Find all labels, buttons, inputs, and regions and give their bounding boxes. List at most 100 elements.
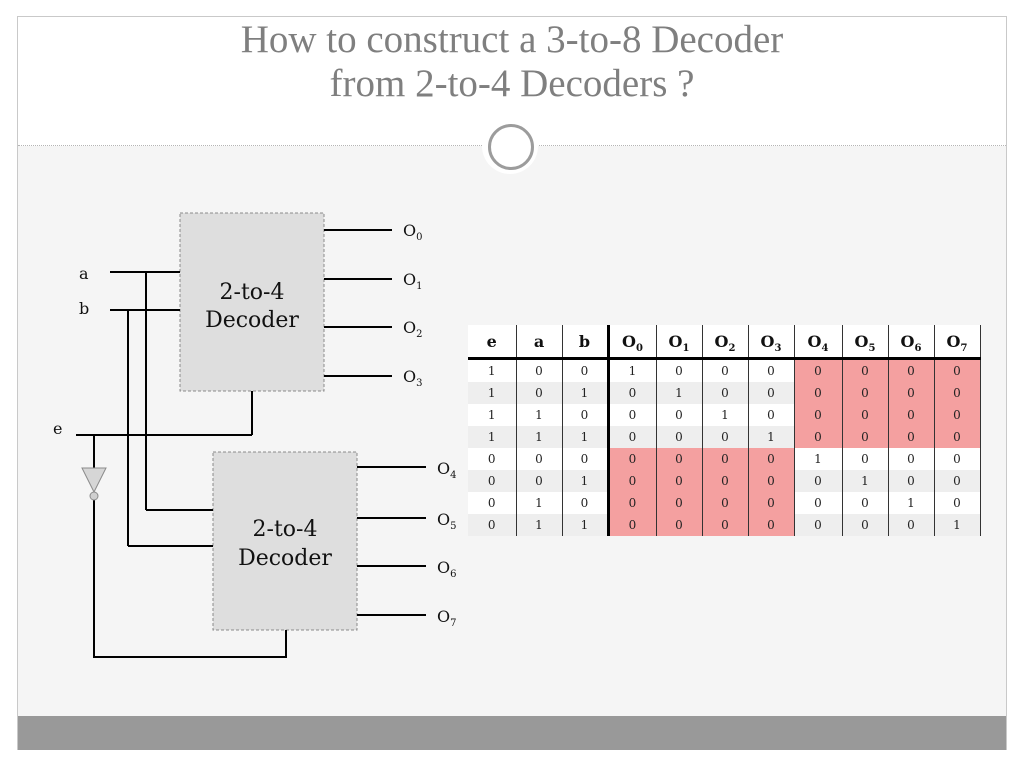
table-cell: 0 (562, 448, 610, 470)
decoder-top-label-2: Decoder (205, 308, 299, 333)
table-cell: 0 (934, 382, 981, 404)
table-cell: 0 (794, 358, 843, 382)
header-cell-a: a (516, 325, 563, 360)
table-cell: 0 (516, 448, 563, 470)
table-cell: 1 (562, 426, 610, 448)
output-label-o2: O2 (403, 318, 423, 340)
table-cell: 1 (516, 404, 563, 426)
table-cell: 0 (794, 382, 843, 404)
table-cell: 0 (468, 492, 517, 514)
table-cell: 1 (842, 470, 889, 492)
table-cell: 0 (656, 448, 703, 470)
table-cell: 0 (608, 404, 657, 426)
output-label-o7: O7 (437, 607, 457, 629)
output-label-o4: O4 (437, 459, 457, 481)
table-cell: 0 (842, 426, 889, 448)
footer-bar (18, 716, 1006, 750)
table-cell: 0 (562, 358, 610, 382)
table-cell: 0 (934, 404, 981, 426)
header-cell-b: b (562, 325, 610, 360)
table-cell: 0 (842, 382, 889, 404)
header-cell-o1: O1 (656, 325, 703, 360)
table-cell: 0 (888, 514, 935, 536)
table-cell: 0 (794, 404, 843, 426)
table-cell: 0 (608, 448, 657, 470)
header-cell-o3: O3 (748, 325, 795, 360)
table-cell: 0 (794, 514, 843, 536)
table-cell: 1 (516, 514, 563, 536)
table-cell: 0 (468, 514, 517, 536)
table-cell: 1 (468, 382, 517, 404)
slide-title: How to construct a 3-to-8 Decoder from 2… (0, 18, 1024, 106)
output-label-o3: O3 (403, 367, 423, 389)
table-cell: 1 (608, 358, 657, 382)
table-cell: 0 (888, 382, 935, 404)
table-cell: 0 (888, 470, 935, 492)
table-cell: 0 (516, 382, 563, 404)
decoder-bottom-box (212, 451, 358, 631)
table-cell: 0 (888, 404, 935, 426)
table-cell: 0 (468, 448, 517, 470)
header-cell-e: e (468, 325, 517, 360)
table-cell: 0 (748, 358, 795, 382)
table-cell: 0 (748, 470, 795, 492)
inverter-bubble (89, 491, 99, 501)
table-cell: 0 (748, 448, 795, 470)
table-cell: 0 (888, 426, 935, 448)
table-cell: 0 (516, 470, 563, 492)
table-cell: 1 (562, 382, 610, 404)
table-cell: 1 (562, 514, 610, 536)
table-cell: 0 (702, 382, 749, 404)
table-cell: 1 (468, 404, 517, 426)
table-cell: 0 (888, 448, 935, 470)
table-cell: 0 (702, 358, 749, 382)
table-cell: 0 (842, 358, 889, 382)
table-cell: 0 (656, 426, 703, 448)
table-cell: 0 (608, 382, 657, 404)
circle-icon (488, 124, 534, 170)
title-line-2: from 2-to-4 Decoders ? (329, 62, 695, 105)
table-cell: 0 (468, 470, 517, 492)
table-cell: 0 (794, 492, 843, 514)
table-cell: 0 (562, 404, 610, 426)
table-cell: 1 (888, 492, 935, 514)
table-cell: 0 (516, 358, 563, 382)
table-cell: 1 (656, 382, 703, 404)
output-label-o6: O6 (437, 558, 457, 580)
table-cell: 0 (702, 514, 749, 536)
output-label-o5: O5 (437, 510, 457, 532)
truth-table-header-row: e a b O0 O1 O2 O3 O4 O5 O6 O7 (468, 325, 981, 360)
header-cell-o6: O6 (888, 325, 935, 360)
table-cell: 1 (748, 426, 795, 448)
table-cell: 0 (608, 470, 657, 492)
header-cell-o5: O5 (842, 325, 889, 360)
output-label-o1: O1 (403, 270, 423, 292)
table-cell: 0 (934, 358, 981, 382)
decoder-top-box (179, 212, 325, 392)
table-cell: 0 (656, 404, 703, 426)
decoder-bottom-label-1: 2-to-4 (253, 517, 318, 542)
table-cell: 1 (516, 492, 563, 514)
table-cell: 0 (934, 426, 981, 448)
input-label-e: e (53, 419, 62, 438)
header-cell-o2: O2 (702, 325, 749, 360)
header-cell-o0: O0 (608, 325, 657, 360)
table-cell: 1 (794, 448, 843, 470)
table-cell: 0 (608, 514, 657, 536)
table-cell: 0 (842, 492, 889, 514)
table-cell: 0 (934, 448, 981, 470)
table-cell: 0 (656, 470, 703, 492)
table-cell: 1 (702, 404, 749, 426)
table-cell: 0 (656, 492, 703, 514)
table-cell: 1 (468, 358, 517, 382)
table-cell: 0 (748, 492, 795, 514)
table-cell: 0 (702, 492, 749, 514)
table-cell: 0 (842, 448, 889, 470)
